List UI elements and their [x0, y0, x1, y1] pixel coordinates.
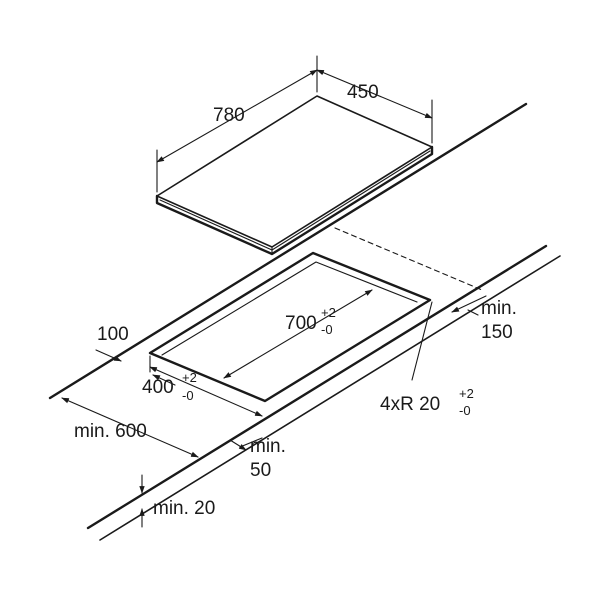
- corner-radius-tol-plus: +2: [459, 386, 474, 401]
- worktop-underside-edge: [99, 255, 561, 541]
- corner-radius-leader: [411, 301, 433, 381]
- cutout-width-tol-minus: -0: [182, 388, 194, 403]
- worktop-front-edge: [86, 244, 548, 530]
- hob-top-surface: [156, 95, 433, 248]
- hob-dimension-780: 780: [156, 55, 318, 193]
- min-thickness-label: min. 20: [153, 498, 215, 519]
- cutout-dimension-400: 400 +2 -0: [142, 355, 263, 417]
- hob-appliance: [155, 95, 434, 256]
- cutout-inner-wall: [161, 261, 418, 356]
- edge-offset-arrow-top: [95, 349, 122, 362]
- hob-depth-label: 780: [213, 105, 245, 126]
- front-clearance-arrow: [229, 439, 247, 451]
- min-side-line2: 150: [481, 322, 513, 343]
- cutout-dimension-700: 700 +2 -0: [223, 289, 373, 379]
- cutout-width-tol-plus: +2: [182, 370, 197, 385]
- hob-bevel-line: [159, 199, 273, 251]
- cutout-length-label: 700: [285, 313, 317, 334]
- worktop: [48, 102, 561, 541]
- depth-dimension-line: [61, 397, 199, 458]
- hob-dimension-450: 450: [316, 69, 433, 144]
- cutout-width-label: 400: [142, 377, 174, 398]
- cutout-length-tol-minus: -0: [321, 322, 333, 337]
- corner-radius-label: 4xR 20: [380, 394, 440, 415]
- worktop-back-edge: [48, 102, 528, 400]
- min-front-clearance: min. 50: [229, 436, 286, 481]
- side-clearance-arrow-left: [451, 295, 487, 313]
- dimension-line-780: [156, 69, 318, 163]
- cutout-length-tol-plus: +2: [321, 305, 336, 320]
- hob-front-edge: [155, 145, 434, 256]
- hob-width-label: 450: [347, 82, 379, 103]
- hob-bevel-line-right: [271, 150, 431, 251]
- edge-offset-label: 100: [97, 324, 129, 345]
- min-front-line2: 50: [250, 460, 271, 481]
- min-depth-label: min. 600: [74, 421, 147, 442]
- dimension-line-450: [316, 69, 433, 119]
- min-front-line1: min.: [250, 436, 286, 457]
- dimension-line-400: [149, 366, 263, 417]
- min-thickness-dimension: min. 20: [139, 474, 215, 528]
- corner-radius-callout: 4xR 20 +2 -0: [380, 301, 474, 418]
- min-side-line1: min.: [481, 298, 517, 319]
- dimension-line-700: [223, 289, 373, 379]
- side-clearance-ext: [467, 309, 479, 316]
- min-depth-dimension: min. 600: [61, 397, 199, 458]
- min-side-clearance: min. 150: [451, 295, 517, 343]
- corner-radius-tol-minus: -0: [459, 403, 471, 418]
- edge-offset-dimension: 100: [95, 324, 176, 386]
- edge-offset-arrow-bottom: [152, 374, 176, 386]
- alignment-dashed-line: [334, 227, 483, 291]
